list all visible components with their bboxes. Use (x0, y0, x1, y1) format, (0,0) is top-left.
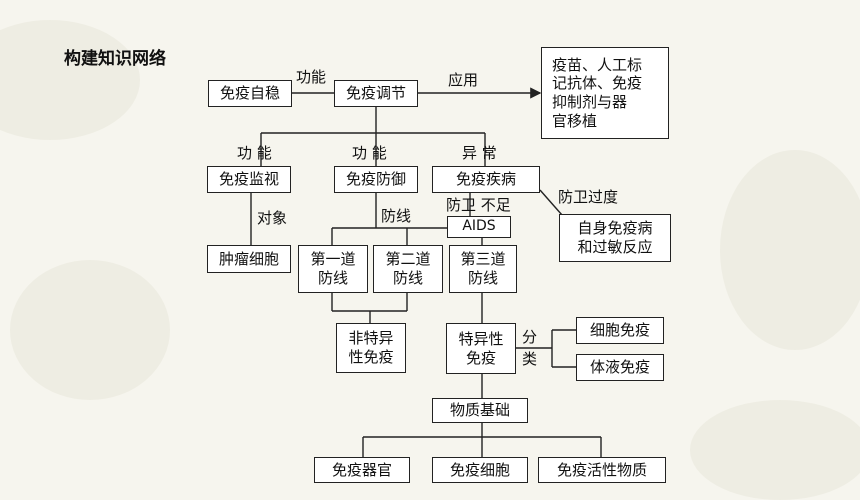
node-third-line: 第三道 防线 (449, 245, 517, 293)
connector-line (539, 189, 563, 216)
node-first-line: 第一道 防线 (298, 245, 368, 293)
node-immune-homeostasis: 免疫自稳 (208, 80, 292, 107)
page-title: 构建知识网络 (64, 49, 166, 69)
background-blot (720, 150, 860, 350)
node-humoral-immunity: 体液免疫 (576, 354, 664, 381)
node-immune-organs: 免疫器官 (314, 457, 410, 483)
label-function: 功 能 (352, 144, 387, 162)
node-aids: AIDS (447, 216, 511, 238)
connector-lines (250, 87, 602, 457)
label-target: 对象 (257, 209, 288, 227)
node-nonspecific-immunity: 非特异 性免疫 (336, 323, 406, 373)
node-immune-surveillance: 免疫监视 (207, 166, 291, 193)
label-defense-deficient: 防卫 不足 (446, 196, 511, 214)
node-immune-active-substances: 免疫活性物质 (538, 457, 666, 483)
background-blot (0, 20, 140, 140)
label-function: 功能 (296, 68, 327, 86)
node-specific-immunity: 特异性 免疫 (446, 323, 516, 374)
node-material-basis: 物质基础 (432, 398, 528, 423)
node-immune-defense: 免疫防御 (334, 166, 418, 193)
node-second-line: 第二道 防线 (373, 245, 443, 293)
label-function: 功 能 (237, 144, 272, 162)
node-tumor-cells: 肿瘤细胞 (207, 245, 291, 273)
label-defense-lines: 防线 (381, 207, 412, 225)
background-blot (690, 400, 860, 500)
node-immune-cells: 免疫细胞 (432, 457, 528, 483)
label-classify: 分 类 (522, 328, 538, 368)
node-cellular-immunity: 细胞免疫 (576, 317, 664, 344)
node-autoimmune-allergy: 自身免疫病 和过敏反应 (559, 214, 671, 262)
label-application: 应用 (448, 71, 479, 89)
node-immune-regulation: 免疫调节 (334, 80, 418, 107)
label-abnormal: 异 常 (462, 144, 497, 162)
label-defense-excess: 防卫过度 (558, 188, 619, 206)
background-blot (10, 260, 170, 400)
node-immune-disease: 免疫疾病 (432, 166, 540, 193)
node-applications: 疫苗、人工标 记抗体、免疫 抑制剂与器 官移植 (541, 47, 669, 139)
